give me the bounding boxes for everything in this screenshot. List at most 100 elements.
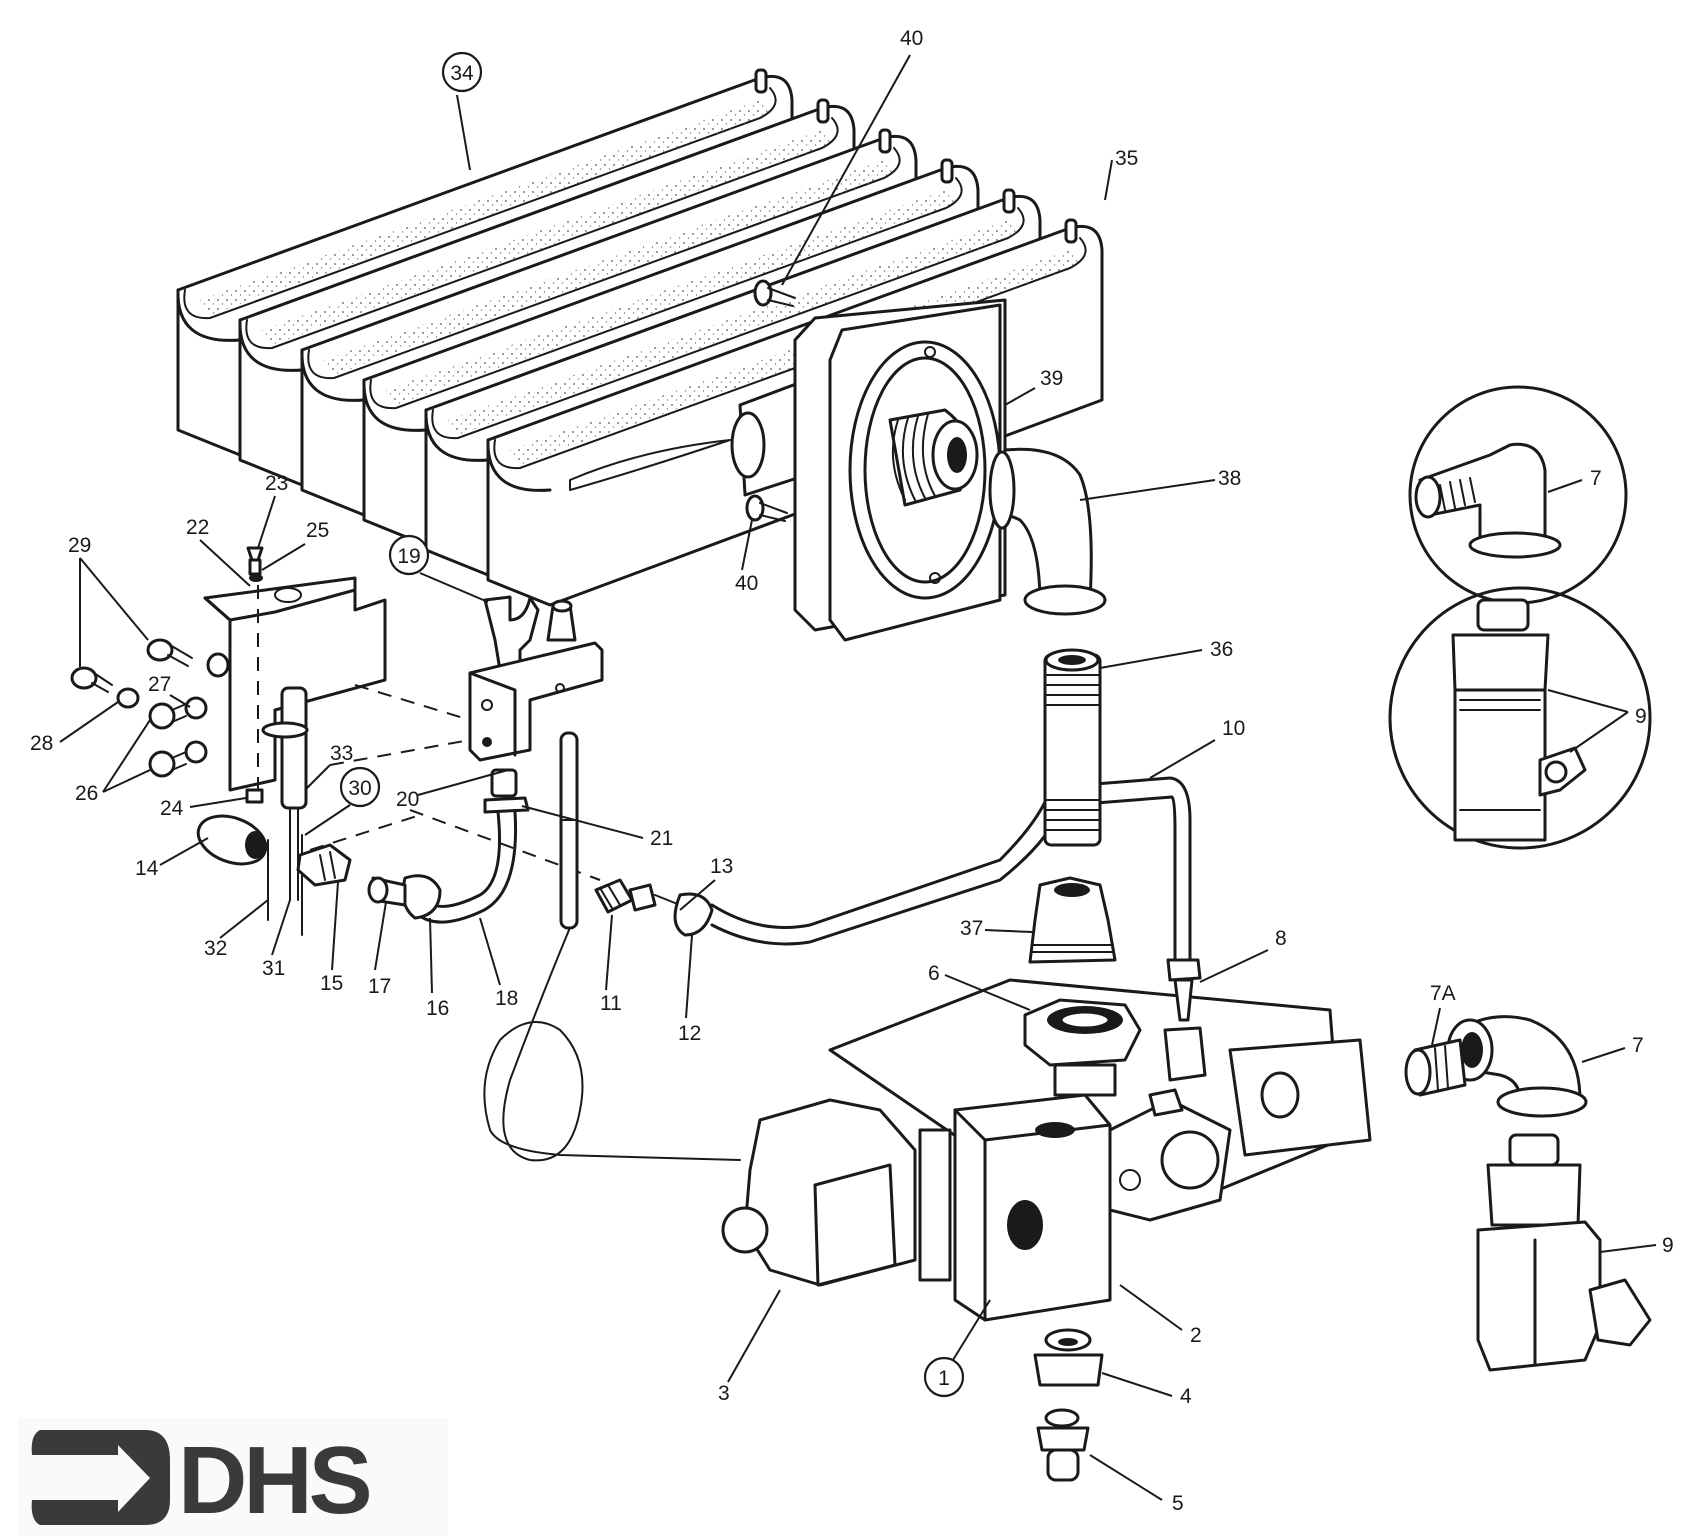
manifold-plate xyxy=(793,298,1007,642)
callout-24: 24 xyxy=(160,797,247,820)
callout-label: 32 xyxy=(204,937,227,960)
callout-7a: 7A xyxy=(1430,982,1456,1046)
thermocouple-port xyxy=(721,1206,769,1254)
callout-label: 12 xyxy=(678,1022,701,1045)
leader-line xyxy=(1569,711,1629,753)
callout-label: 28 xyxy=(30,732,53,755)
callout-label: 40 xyxy=(735,572,758,595)
leader-line xyxy=(984,929,1033,933)
callout-label: 7A xyxy=(1430,982,1456,1005)
callout-label: 16 xyxy=(426,997,449,1020)
callout-39: 39 xyxy=(1004,367,1063,406)
callout-label: 9 xyxy=(1635,705,1647,728)
callout-label: 24 xyxy=(160,797,184,820)
leader-line xyxy=(479,917,501,986)
leader-line xyxy=(1104,159,1113,201)
leader-line xyxy=(456,94,471,171)
leader-line xyxy=(1119,1284,1183,1331)
callout-8: 8 xyxy=(1199,927,1287,983)
pilot-bracket-group xyxy=(70,546,387,936)
callout-40: 40 xyxy=(781,27,923,286)
callout-label: 36 xyxy=(1210,638,1233,661)
callout-label: 15 xyxy=(320,972,343,995)
callout-37: 37 xyxy=(960,917,1033,940)
leader-line xyxy=(102,719,151,793)
leader-line xyxy=(1079,479,1216,501)
dhs-logo: DHS xyxy=(18,1418,448,1536)
callout-11: 11 xyxy=(600,914,622,1015)
callout-label: 40 xyxy=(900,27,923,50)
callout-label: 6 xyxy=(928,962,940,985)
callout-label: 35 xyxy=(1115,147,1138,170)
hex-plug-4 xyxy=(1033,1328,1104,1387)
callout-21: 21 xyxy=(521,805,673,850)
logo-arrow-icon xyxy=(31,1430,170,1525)
callout-3: 3 xyxy=(718,1289,781,1405)
callout-label: 1 xyxy=(938,1367,950,1390)
leader-line xyxy=(1581,1047,1626,1063)
leader-line xyxy=(944,974,1031,1011)
callout-label: 7 xyxy=(1590,467,1602,490)
callout-label: 22 xyxy=(186,516,209,539)
leader-line xyxy=(257,495,276,549)
leader-line xyxy=(605,914,613,991)
callout-2: 2 xyxy=(1119,1284,1202,1347)
leader-line xyxy=(199,539,251,587)
screw-26b xyxy=(148,750,187,778)
screw-26a xyxy=(148,702,187,730)
leader-line xyxy=(304,804,351,836)
screw-29b xyxy=(70,666,113,693)
burner-assembly xyxy=(176,68,1107,642)
callout-label: 27 xyxy=(148,673,171,696)
callout-31: 31 xyxy=(262,899,291,980)
callout-label: 18 xyxy=(495,987,518,1010)
leader-line xyxy=(304,764,331,791)
callout-12: 12 xyxy=(678,934,701,1045)
callout-label: 9 xyxy=(1662,1234,1674,1257)
callout-13: 13 xyxy=(679,855,733,911)
callout-label: 29 xyxy=(68,534,91,557)
leader-line xyxy=(1099,649,1203,669)
callout-6: 6 xyxy=(928,962,1031,1011)
callout-label: 7 xyxy=(1632,1034,1644,1057)
nut-12 xyxy=(673,892,714,937)
callout-19: 19 xyxy=(388,534,489,603)
leader-line xyxy=(1199,949,1269,983)
inset-valve xyxy=(1388,586,1652,850)
washer xyxy=(206,652,230,678)
leader-line xyxy=(1547,689,1629,713)
callout-label: 30 xyxy=(348,777,371,800)
callout-label: 33 xyxy=(330,742,353,765)
callout-25: 25 xyxy=(261,519,329,571)
washer-27b xyxy=(184,740,208,764)
callout-33: 33 xyxy=(304,742,353,791)
leader-line xyxy=(159,837,209,866)
callout-label: 5 xyxy=(1172,1492,1184,1515)
leader-line xyxy=(679,879,716,911)
threaded-inlet xyxy=(888,408,979,507)
elbow-38 xyxy=(988,447,1107,616)
washer-27a xyxy=(184,696,208,720)
callout-30: 30 xyxy=(304,766,381,836)
valve-9 xyxy=(1476,1133,1652,1372)
callout-22: 22 xyxy=(186,516,251,587)
callout-9: 9 xyxy=(1547,689,1647,753)
leader-line xyxy=(741,519,753,571)
callout-label: 8 xyxy=(1275,927,1287,950)
plug-fitting-5 xyxy=(1036,1408,1090,1482)
callout-14: 14 xyxy=(135,837,209,880)
callout-23: 23 xyxy=(257,472,288,549)
leader-line xyxy=(331,881,339,971)
callout-5: 5 xyxy=(1089,1454,1184,1515)
callout-28: 28 xyxy=(30,701,119,755)
inlet-union-6 xyxy=(1023,998,1142,1097)
leader-line xyxy=(1431,1007,1441,1046)
callout-18: 18 xyxy=(479,917,518,1010)
leader-line xyxy=(271,899,291,956)
cap-14 xyxy=(196,814,268,866)
callout-label: 11 xyxy=(600,992,622,1015)
leader-line xyxy=(1004,387,1036,406)
callout-label: 21 xyxy=(650,827,673,850)
